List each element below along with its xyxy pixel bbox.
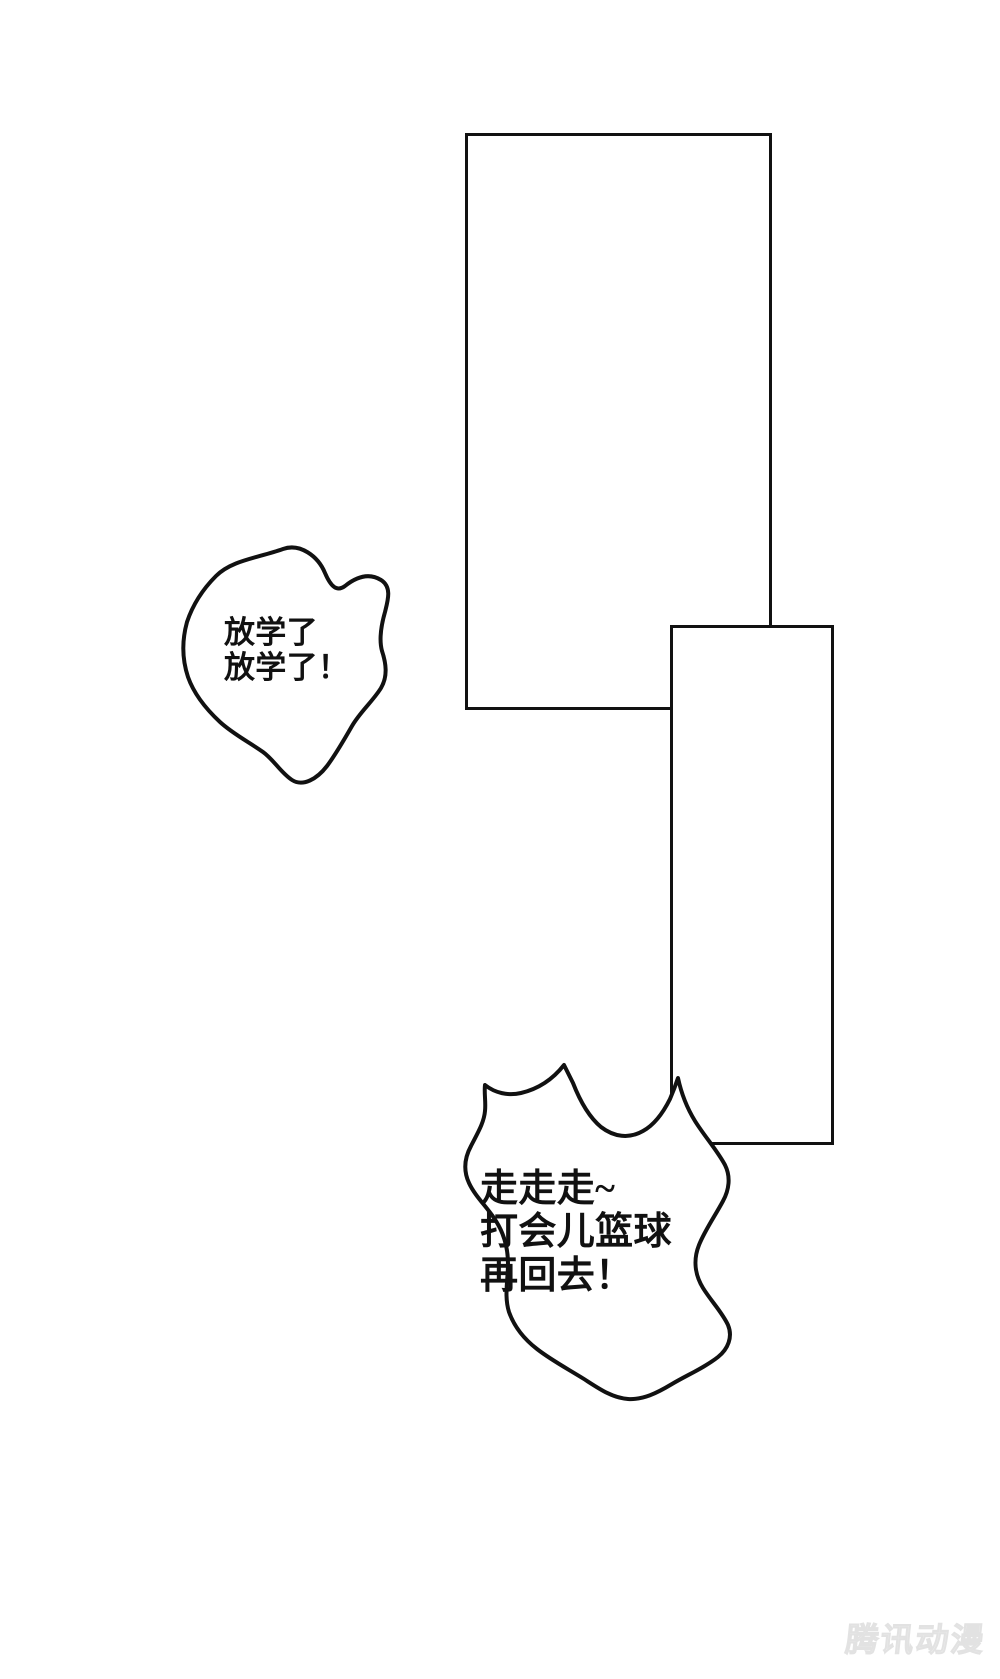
- publisher-watermark: 腾讯动漫: [843, 1621, 988, 1659]
- speech-bubble-1-text: 放学了 放学了！: [224, 615, 350, 686]
- speech-bubble-2-text: 走走走~ 打会儿篮球 再回去！: [480, 1168, 672, 1297]
- comic-panel-2: [670, 625, 834, 1145]
- comic-panel-1: [465, 133, 772, 710]
